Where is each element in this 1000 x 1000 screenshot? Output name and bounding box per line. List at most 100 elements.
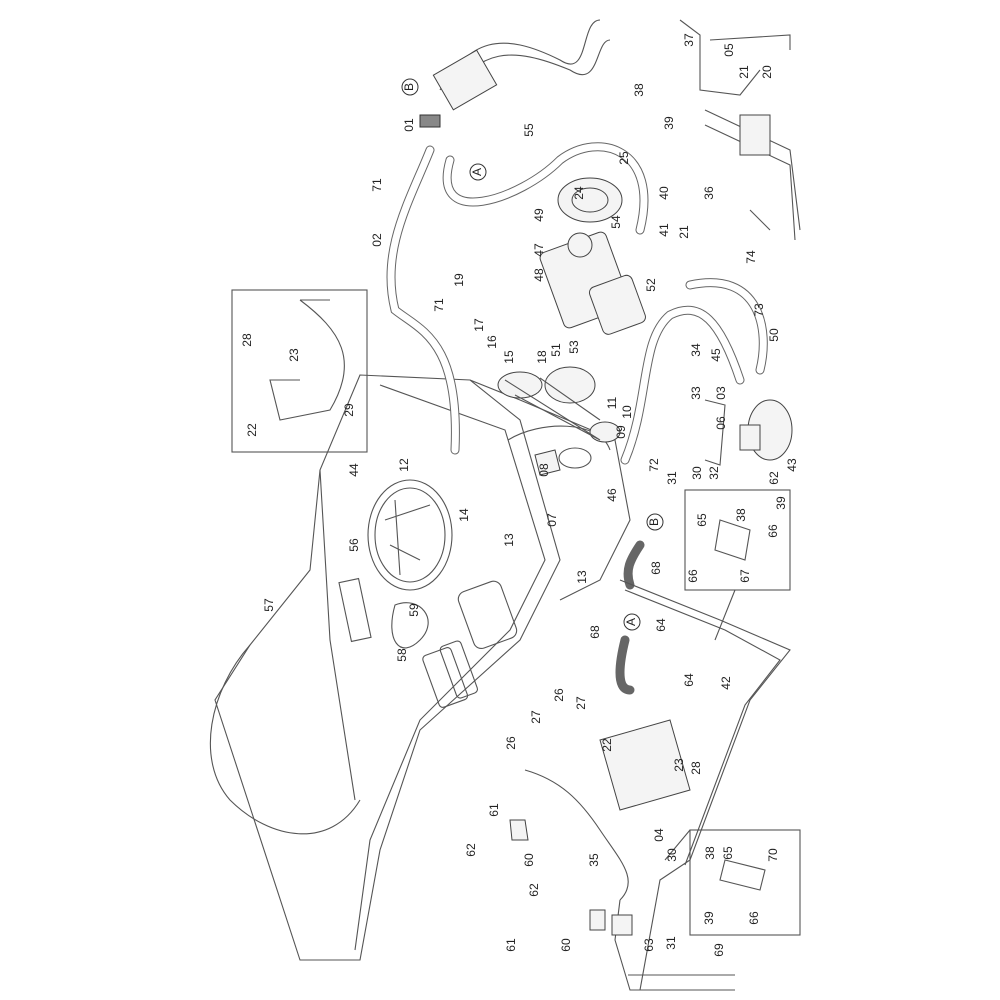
part-callout-label: 59 bbox=[407, 603, 421, 617]
part-callout-label: 53 bbox=[567, 340, 581, 354]
part-callout-label: 14 bbox=[457, 508, 471, 522]
part-callout-label: 24 bbox=[572, 186, 586, 200]
hoses bbox=[386, 19, 768, 991]
part-callout-label: 39 bbox=[702, 911, 716, 925]
part-callout-label: 64 bbox=[682, 673, 696, 687]
components bbox=[419, 19, 801, 991]
part-callout-label: 21 bbox=[737, 65, 751, 79]
part-callout-label: 70 bbox=[766, 848, 780, 862]
part-callout-label: 15 bbox=[502, 350, 516, 364]
part-callout-label: 57 bbox=[262, 598, 276, 612]
part-callout-label: 62 bbox=[767, 471, 781, 485]
part-callout-label: 36 bbox=[702, 186, 716, 200]
part-callout-label: 64 bbox=[654, 618, 668, 632]
part-callout-label: 41 bbox=[657, 223, 671, 237]
part-callout-label: 30 bbox=[690, 466, 704, 480]
part-callout-label: 26 bbox=[552, 688, 566, 702]
part-callout-label: 04 bbox=[652, 828, 666, 842]
part-callout-label: 22 bbox=[245, 423, 259, 437]
part-callout-label: 66 bbox=[686, 569, 700, 583]
reference-markers: B A B A bbox=[401, 78, 664, 631]
part-callout-label: 49 bbox=[532, 208, 546, 222]
part-callout-label: 21 bbox=[677, 225, 691, 239]
part-callout-label: 71 bbox=[432, 298, 446, 312]
inset-box-bracket bbox=[231, 289, 368, 453]
part-callout-label: 51 bbox=[549, 343, 563, 357]
part-callout-label: 39 bbox=[774, 496, 788, 510]
part-callout-label: 65 bbox=[695, 513, 709, 527]
part-callout-label: 46 bbox=[605, 488, 619, 502]
part-callout-label: 23 bbox=[287, 348, 301, 362]
part-callout-label: 68 bbox=[649, 561, 663, 575]
part-callout-label: 56 bbox=[347, 538, 361, 552]
part-callout-label: 31 bbox=[665, 471, 679, 485]
part-callout-label: 20 bbox=[760, 65, 774, 79]
part-callout-label: 16 bbox=[485, 335, 499, 349]
part-callout-label: 39 bbox=[662, 116, 676, 130]
ref-marker-a: A bbox=[624, 618, 638, 626]
part-callout-label: 28 bbox=[240, 333, 254, 347]
part-callout-label: 69 bbox=[712, 943, 726, 957]
ref-marker-a: A bbox=[470, 168, 484, 176]
inset-box-clamp-top bbox=[684, 489, 791, 591]
part-callout-label: 11 bbox=[605, 396, 619, 409]
part-callout-label: 61 bbox=[487, 803, 501, 817]
part-callout-label: 52 bbox=[644, 278, 658, 292]
part-callout-label: 32 bbox=[707, 466, 721, 480]
part-callout-label: 35 bbox=[587, 853, 601, 867]
part-callout-label: 27 bbox=[574, 696, 588, 710]
part-callout-label: 22 bbox=[600, 738, 614, 752]
part-callout-label: 40 bbox=[657, 186, 671, 200]
part-callout-label: 54 bbox=[609, 215, 623, 229]
part-callout-label: 27 bbox=[529, 710, 543, 724]
part-callout-label: 34 bbox=[689, 343, 703, 357]
inset-box-clamp-bottom bbox=[689, 829, 801, 936]
part-callout-label: 60 bbox=[559, 938, 573, 952]
part-callout-label: 72 bbox=[647, 458, 661, 472]
part-callout-label: 44 bbox=[347, 463, 361, 477]
part-callout-label: 63 bbox=[642, 938, 656, 952]
part-callout-label: 67 bbox=[738, 569, 752, 583]
part-callout-label: 74 bbox=[744, 250, 758, 264]
part-callout-label: 66 bbox=[747, 911, 761, 925]
part-callout-label: 26 bbox=[504, 736, 518, 750]
part-callout-label: 47 bbox=[532, 243, 546, 257]
part-callout-label: 01 bbox=[402, 118, 416, 132]
part-callout-label: 02 bbox=[370, 233, 384, 247]
part-callout-label: 07 bbox=[545, 513, 559, 527]
part-callout-label: 71 bbox=[370, 178, 384, 192]
part-callout-label: 42 bbox=[719, 676, 733, 690]
part-callout-label: 17 bbox=[472, 318, 486, 332]
tank bbox=[209, 374, 631, 961]
ref-marker-b: B bbox=[647, 518, 661, 526]
part-callout-label: 09 bbox=[614, 425, 628, 439]
part-callout-label: 73 bbox=[752, 303, 766, 317]
part-callout-label: 38 bbox=[734, 508, 748, 522]
part-callout-label: 05 bbox=[722, 43, 736, 57]
part-callout-label: 19 bbox=[452, 273, 466, 287]
part-callout-label: 10 bbox=[620, 405, 634, 419]
part-callout-label: 31 bbox=[664, 936, 678, 950]
part-callout-label: 62 bbox=[464, 843, 478, 857]
part-callout-label: 68 bbox=[588, 625, 602, 639]
part-callout-label: 38 bbox=[703, 846, 717, 860]
part-callout-label: 18 bbox=[535, 350, 549, 364]
part-callout-label: 60 bbox=[522, 853, 536, 867]
part-callout-label: 66 bbox=[766, 524, 780, 538]
part-callout-label: 06 bbox=[714, 416, 728, 430]
part-callout-label: 45 bbox=[709, 348, 723, 362]
part-callout-label: 13 bbox=[575, 570, 589, 584]
part-callout-label: 61 bbox=[504, 938, 518, 952]
part-callout-label: 03 bbox=[714, 386, 728, 400]
part-callout-label: 23 bbox=[672, 758, 686, 772]
part-callout-label: 55 bbox=[522, 123, 536, 137]
part-callout-label: 29 bbox=[342, 403, 356, 417]
part-callout-label: 28 bbox=[689, 761, 703, 775]
part-callout-label: 33 bbox=[689, 386, 703, 400]
part-callout-label: 38 bbox=[632, 83, 646, 97]
part-callout-label: 48 bbox=[532, 268, 546, 282]
part-callout-label: 08 bbox=[537, 463, 551, 477]
part-callout-label: 13 bbox=[502, 533, 516, 547]
